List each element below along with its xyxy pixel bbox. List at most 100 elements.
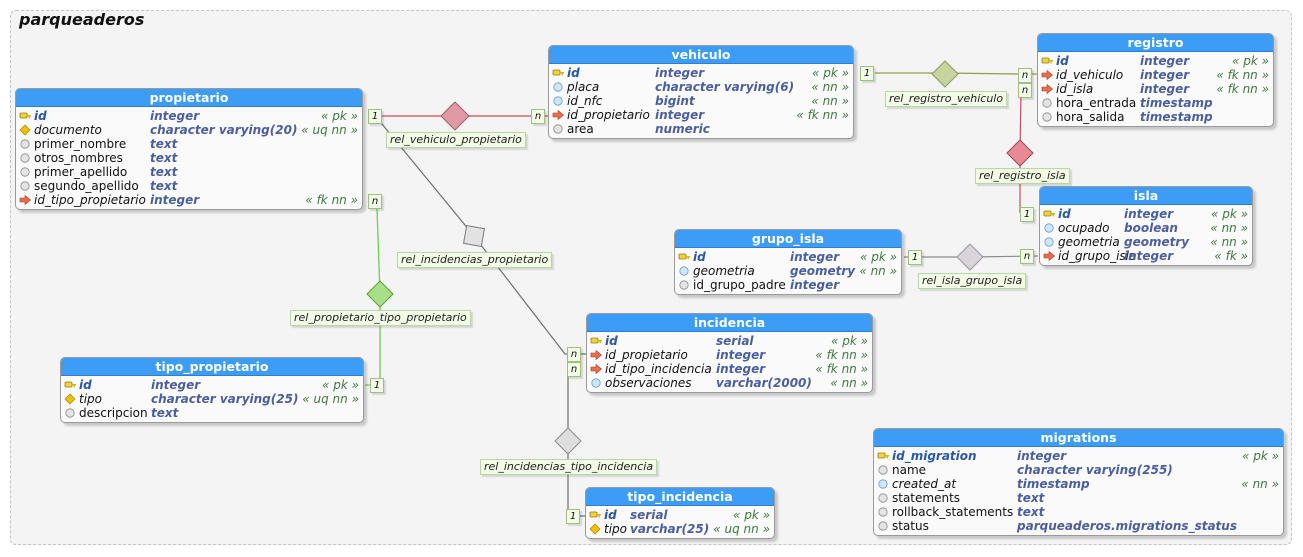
pk-key-icon <box>678 250 690 264</box>
fk-arrow-icon <box>1041 68 1053 82</box>
column-type: integer <box>1140 68 1190 82</box>
column-name: id_isla <box>1056 82 1094 96</box>
rel-propietario-tipo-propietario-diamond[interactable] <box>366 280 394 308</box>
rel-incidencias-propietario-box[interactable] <box>462 224 486 248</box>
column-name: id_migration <box>892 449 977 463</box>
column-row[interactable]: hora_salida timestamp <box>1038 110 1273 124</box>
rel-vehiculo-propietario-diamond[interactable] <box>440 101 470 131</box>
nn-circle-icon <box>1043 235 1055 249</box>
column-name: observaciones <box>605 376 692 390</box>
column-constraints: « nn » <box>1210 221 1248 235</box>
column-type: timestamp <box>1140 110 1213 124</box>
rel-label-incidencias-propietario[interactable]: rel_incidencias_propietario <box>397 252 553 268</box>
column-circle-icon <box>64 406 76 420</box>
column-constraints: « fk nn » <box>815 362 868 376</box>
rel-label-incidencias-tipo-incidencia[interactable]: rel_incidencias_tipo_incidencia <box>480 459 658 475</box>
column-circle-icon <box>19 165 31 179</box>
fk-arrow-icon <box>590 362 602 376</box>
column-type: geometry <box>790 264 856 278</box>
column-type: integer <box>716 348 766 362</box>
rel-label-isla-grupo-isla[interactable]: rel_isla_grupo_isla <box>918 273 1027 289</box>
rel-label-registro-isla[interactable]: rel_registro_isla <box>975 168 1070 184</box>
rel-label-vehiculo-propietario[interactable]: rel_vehiculo_propietario <box>386 132 526 148</box>
column-name: placa <box>567 80 600 94</box>
rel-registro-vehiculo-diamond[interactable] <box>931 60 959 88</box>
column-constraints: « pk » <box>859 250 897 264</box>
column-name: id_grupo_padre <box>693 278 786 292</box>
column-circle-icon <box>552 122 564 136</box>
column-type: character varying(25) <box>151 392 299 406</box>
table-header: registro <box>1038 34 1273 52</box>
column-name: statements <box>892 491 961 505</box>
column-circle-icon <box>1041 110 1053 124</box>
column-type: varchar(25) <box>630 522 710 536</box>
column-constraints: « pk » <box>830 334 868 348</box>
column-type: character varying(6) <box>655 80 795 94</box>
column-name: hora_salida <box>1056 110 1125 124</box>
fk-arrow-icon <box>552 108 564 122</box>
column-name: id_propietario <box>605 348 688 362</box>
rel-label-registro-vehiculo[interactable]: rel_registro_vehiculo <box>885 91 1008 107</box>
column-type: integer <box>1140 54 1190 68</box>
column-name: tipo <box>79 392 102 406</box>
column-name: rollback_statements <box>892 505 1014 519</box>
rel-incidencias-tipo-incidencia-diamond[interactable] <box>554 427 582 455</box>
rel-isla-grupo-isla-diamond[interactable] <box>956 243 984 271</box>
rel-registro-isla-diamond[interactable] <box>1006 139 1034 167</box>
cardinality-marker: 1 <box>566 509 580 524</box>
table-header: propietario <box>16 89 362 107</box>
column-type: serial <box>716 334 754 348</box>
fk-arrow-icon <box>590 348 602 362</box>
column-type: integer <box>655 66 705 80</box>
rel-label-propietario-tipo-propietario[interactable]: rel_propietario_tipo_propietario <box>290 310 471 326</box>
